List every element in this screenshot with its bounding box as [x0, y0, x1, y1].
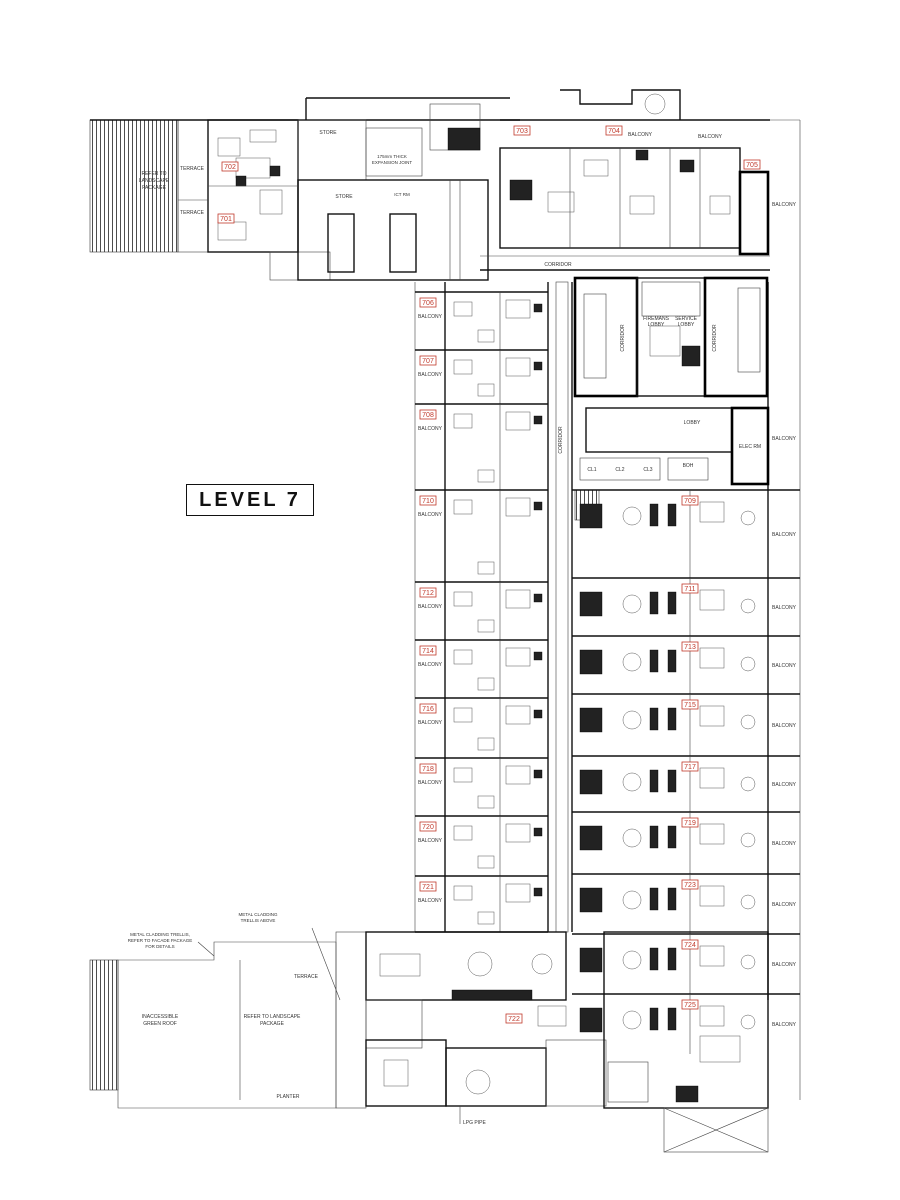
elec-room-label: ELEC RM: [739, 444, 761, 450]
balcony-label-710: BALCONY: [418, 512, 443, 518]
refer-landscape-bottom-line-2: PACKAGE: [260, 1021, 284, 1027]
metal-cladding-line-2: TRELLIS ABOVE: [241, 918, 276, 923]
terrace-label-bottom: TERRACE: [294, 974, 319, 980]
corridor-label-core-right: CORRIDOR: [712, 324, 718, 352]
store-label-lower: STORE: [335, 194, 353, 200]
cladding-refer-line-3: FOR DETAILS: [145, 944, 174, 949]
unit-725: 725: [684, 1002, 696, 1009]
balcony-label-706: BALCONY: [418, 314, 443, 320]
balcony-label-716: BALCONY: [418, 720, 443, 726]
service-lobby-line-2: LOBBY: [678, 322, 695, 328]
corridor-label-core-left: CORRIDOR: [620, 324, 626, 352]
balcony-label-724: BALCONY: [772, 962, 797, 968]
green-roof-top: [89, 119, 179, 253]
unit-712: 712: [422, 590, 434, 597]
refer-landscape-line-2: LANDSCAPE: [139, 178, 170, 184]
corridor-label-vertical: CORRIDOR: [558, 426, 564, 454]
green-roof-bottom: [89, 959, 119, 1091]
service-lobby-line-1: SERVICE: [675, 316, 698, 322]
unit-719: 719: [684, 820, 696, 827]
balcony-label-711: BALCONY: [772, 605, 797, 611]
top-right-block: 703 704 705 BALCONY BALCONY BALCONY CORR…: [480, 89, 801, 1100]
unit-701: 701: [220, 216, 232, 223]
top-left-wing: [89, 97, 520, 281]
expansion-joint-line-1: 175mm THICK: [377, 154, 407, 159]
ict-room-label: ICT RM: [394, 192, 410, 197]
unit-721: 721: [422, 884, 434, 891]
unit-715: 715: [684, 702, 696, 709]
planter-label: PLANTER: [276, 1094, 299, 1100]
level-title: LEVEL 7: [199, 488, 301, 511]
unit-713: 713: [684, 644, 696, 651]
unit-720: 720: [422, 824, 434, 831]
unit-711: 711: [684, 586, 695, 593]
cl1-label: CL1: [587, 467, 596, 473]
cl3-label: CL3: [643, 467, 652, 473]
unit-710: 710: [422, 498, 434, 505]
fireman-lobby-line-2: LOBBY: [648, 322, 665, 328]
unit-723: 723: [684, 882, 696, 889]
right-unit-rows: 709BALCONY711BALCONY713BALCONY715BALCONY…: [572, 489, 800, 1054]
cladding-refer-line-2: REFER TO FACADE PACKAGE: [128, 938, 193, 943]
terrace-label-upper: TERRACE: [180, 166, 205, 172]
unit-718: 718: [422, 766, 434, 773]
balcony-label-714: BALCONY: [418, 662, 443, 668]
unit-702: 702: [224, 164, 236, 171]
corridor-label-top: CORRIDOR: [544, 262, 572, 268]
balcony-label-715: BALCONY: [772, 723, 797, 729]
cl2-label: CL2: [615, 467, 624, 473]
balcony-label-708: BALCONY: [418, 426, 443, 432]
unit-707: 707: [422, 358, 434, 365]
balcony-label-709: BALCONY: [772, 532, 797, 538]
refer-landscape-line-1: REFER TO: [141, 171, 166, 177]
refer-landscape-line-3: PACKAGE: [142, 185, 166, 191]
bottom-area: METAL CLADDING TRELLIS ABOVE METAL CLADD…: [89, 912, 769, 1153]
balcony-label-712: BALCONY: [418, 604, 443, 610]
expansion-joint-line-2: EXPANSION JOINT: [372, 160, 412, 165]
cladding-refer-line-1: METAL CLADDING TRELLIS,: [130, 932, 190, 937]
unit-714: 714: [422, 648, 434, 655]
balcony-label-725: BALCONY: [772, 1022, 797, 1028]
refer-landscape-bottom-line-1: REFER TO LANDSCAPE: [244, 1014, 301, 1020]
fireman-lobby-line-1: FIREMANS: [643, 316, 670, 322]
balcony-label-718: BALCONY: [418, 780, 443, 786]
unit-706: 706: [422, 300, 434, 307]
top-left-labels: REFER TO LANDSCAPE PACKAGE TERRACE TERRA…: [139, 130, 412, 224]
balcony-label-721: BALCONY: [418, 898, 443, 904]
balcony-label-717: BALCONY: [772, 782, 797, 788]
level-title-box: LEVEL 7: [186, 484, 314, 516]
balcony-label-720: BALCONY: [418, 838, 443, 844]
balcony-label-705a: BALCONY: [698, 134, 723, 140]
unit-708: 708: [422, 412, 434, 419]
balcony-label-705b: BALCONY: [772, 202, 797, 208]
balcony-label-713: BALCONY: [772, 663, 797, 669]
unit-705: 705: [746, 162, 758, 169]
unit-703: 703: [516, 128, 528, 135]
left-unit-rows: 706BALCONY707BALCONY708BALCONY710BALCONY…: [415, 291, 548, 933]
balcony-label-719: BALCONY: [772, 841, 797, 847]
balcony-label-core: BALCONY: [772, 436, 797, 442]
boh-label: BOH: [683, 463, 694, 469]
unit-716: 716: [422, 706, 434, 713]
unit-709: 709: [684, 498, 696, 505]
terrace-label-lower: TERRACE: [180, 210, 205, 216]
metal-cladding-line-1: METAL CLADDING: [238, 912, 278, 917]
unit-722: 722: [508, 1016, 520, 1023]
lpg-pipe-label: LPG PIPE: [463, 1120, 486, 1126]
inaccessible-line-2: GREEN ROOF: [143, 1021, 177, 1027]
balcony-label-723: BALCONY: [772, 902, 797, 908]
unit-724: 724: [684, 942, 696, 949]
balcony-label-704: BALCONY: [628, 132, 653, 138]
unit-717: 717: [684, 764, 696, 771]
central-tower: FIREMANS LOBBY SERVICE LOBBY LOBBY ELEC …: [414, 276, 797, 1000]
inaccessible-line-1: INACCESSIBLE: [142, 1014, 179, 1020]
lobby-label: LOBBY: [684, 420, 701, 426]
unit-704: 704: [608, 128, 620, 135]
store-label-upper: STORE: [319, 130, 337, 136]
balcony-label-707: BALCONY: [418, 372, 443, 378]
